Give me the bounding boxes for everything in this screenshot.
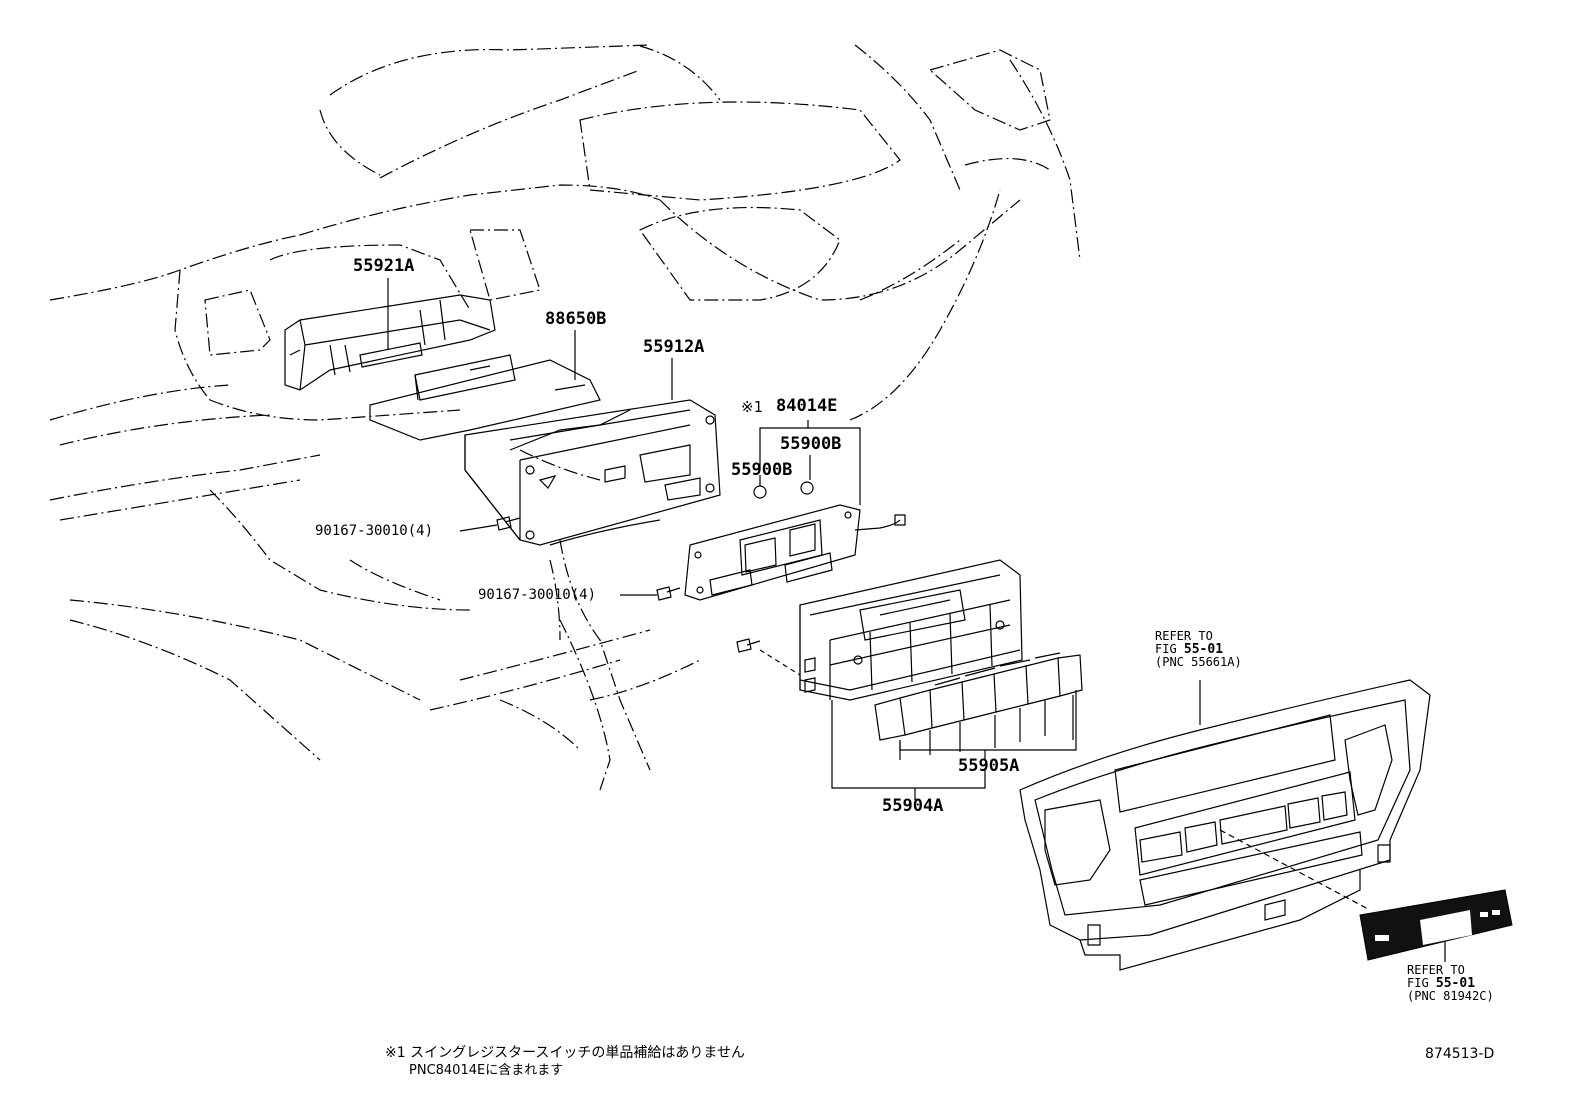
- refer-to-lower: REFER TO FIG 55-01 (PNC 81942C): [1407, 964, 1494, 1003]
- part-88650b: [369, 354, 601, 441]
- part-55912a-housing: [464, 399, 721, 546]
- refer-lower-fig: 55-01: [1435, 976, 1476, 991]
- leader-55905a: [899, 690, 1077, 751]
- refer-lower-line2: FIG 55-01: [1407, 976, 1494, 991]
- label-55912a: 55912A: [643, 337, 705, 357]
- refer-upper-fig-prefix: FIG: [1155, 642, 1184, 656]
- refer-upper-line3: (PNC 55661A): [1155, 655, 1242, 669]
- dashed-leader-bezel-plate: [1219, 829, 1371, 911]
- leader-84014e-right: [808, 427, 861, 505]
- refer-lower-line3: (PNC 81942C): [1407, 989, 1494, 1003]
- label-55921a: 55921A: [353, 256, 415, 276]
- footnote: ※1 スイングレジスタースイッチの単品補給はありません PNC84014Eに含ま…: [385, 1045, 745, 1079]
- screws: [496, 481, 814, 676]
- leader-84014e: [759, 420, 809, 470]
- refer-upper-line1: REFER TO: [1155, 629, 1213, 643]
- plate-81942c: [1359, 889, 1513, 961]
- refer-to-upper: REFER TO FIG 55-01 (PNC 55661A): [1155, 630, 1242, 669]
- leader-55904a: [831, 700, 986, 789]
- part-84014e-board: [684, 504, 906, 601]
- label-84014e: 84014E: [776, 396, 838, 416]
- label-55900b-left: 55900B: [731, 460, 793, 480]
- refer-upper-line2: FIG 55-01: [1155, 642, 1242, 657]
- label-88650b: 88650B: [545, 309, 607, 329]
- label-84014e-mark: ※1: [741, 398, 763, 416]
- footnote-line1: ※1 スイングレジスタースイッチの単品補給はありません: [385, 1045, 745, 1061]
- part-55905a-buttons: [874, 652, 1083, 760]
- label-55900b-right: 55900B: [780, 434, 842, 454]
- part-55904a-panel: [799, 559, 1023, 701]
- refer-upper-fig: 55-01: [1183, 642, 1224, 657]
- refer-lower-fig-prefix: FIG: [1407, 976, 1436, 990]
- label-screw-lower: 90167-30010(4): [478, 587, 597, 603]
- refer-lower-line1: REFER TO: [1407, 963, 1465, 977]
- label-55905a: 55905A: [958, 756, 1020, 776]
- part-55921a-bracket: [284, 294, 496, 391]
- leader-screw-upper: [459, 524, 498, 532]
- dashboard-outline: [49, 44, 1081, 791]
- label-55904a: 55904A: [882, 796, 944, 816]
- label-screw-upper: 90167-30010(4): [315, 523, 434, 539]
- figure-number: 874513-D: [1425, 1046, 1495, 1062]
- footnote-line2: PNC84014Eに含まれます: [409, 1063, 564, 1078]
- bezel-55661a: [1019, 679, 1431, 971]
